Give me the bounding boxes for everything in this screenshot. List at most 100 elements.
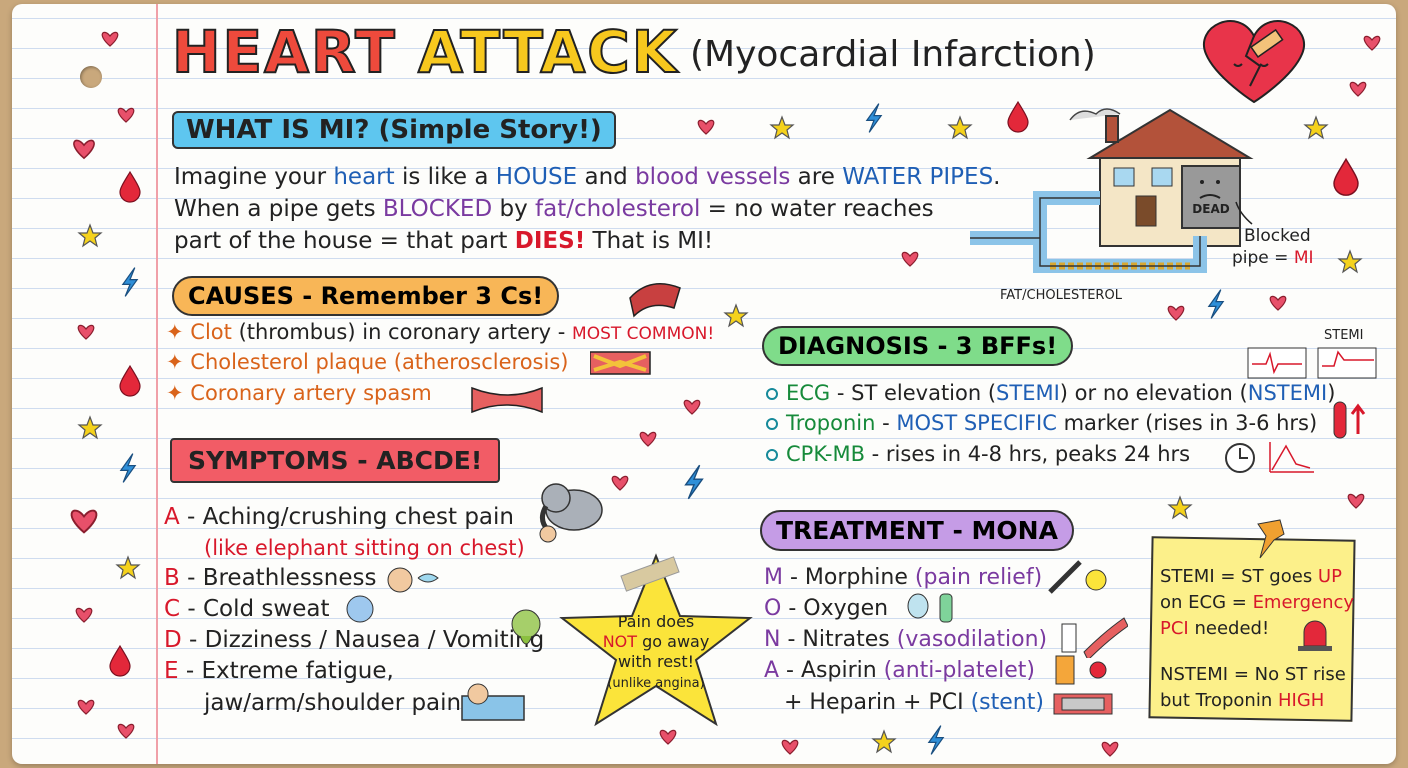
breathless-icon [387,567,439,593]
treatment-header: TREATMENT - MONA [760,510,1074,551]
star-note-line-4: (unlike angina) [607,676,705,691]
oxygen-mask-icon [907,593,953,623]
star-icon [770,116,794,139]
heart-icon [117,723,135,739]
heart-icon [659,729,677,745]
lightning-icon [928,724,944,756]
star-icon [948,116,972,139]
elephant-icon [539,483,603,543]
diagnosis-cpkmb: CPK-MB - rises in 4-8 hrs, peaks 24 hrs [766,442,1190,466]
star-icon [1338,250,1362,273]
what-line-1: Imagine your heart is like a HOUSE and b… [174,164,1001,190]
heart-icon [73,139,95,159]
blood-drop-icon [1333,158,1359,196]
heart-icon [1363,35,1381,51]
lightning-icon [684,464,704,500]
spasm-artery-icon [471,386,543,414]
sticky-line-4: NSTEMI = No ST rise [1160,664,1346,685]
test-tube-icon [1333,401,1366,439]
heart-icon [1269,295,1287,311]
heart-icon [117,107,135,123]
artery-icons [590,283,681,375]
symptom-a: A - Aching/crushing chest pain [164,504,514,530]
star-note-shape [559,553,753,727]
title-word-2: ATTACK [417,17,679,87]
treatment-n: N - Nitrates (vasodilation) [764,627,1048,652]
subtitle: (Myocardial Infarction) [690,34,1096,75]
treatment-extra: + Heparin + PCI (stent) [784,690,1044,715]
blocked-label-2: pipe = MI [1232,248,1314,268]
cause-2: ✦ Cholesterol plaque (atherosclerosis) [166,350,569,374]
fat-cholesterol-label: FAT/CHOLESTEROL [1000,288,1122,303]
star-note-line-3: with rest! [617,652,695,671]
stemi-ecg-label: STEMI [1324,328,1364,343]
heart-icon [1349,81,1367,97]
star-icon [1304,116,1328,139]
cold-sweat-icon [346,595,374,623]
what-line-2: When a pipe gets BLOCKED by fat/choleste… [174,196,934,222]
pushpin-icon [1257,519,1285,559]
symptoms-header: SYMPTOMS - ABCDE! [170,438,501,483]
broken-heart-icon [1203,20,1305,104]
heart-icon [639,431,657,447]
symptom-e-note: jaw/arm/shoulder pain [204,690,462,716]
house-pipe-illustration: DEAD [970,108,1254,273]
dead-label: DEAD [1192,202,1229,216]
blood-drop-icon [119,365,141,397]
heart-icon [70,509,98,534]
sticky-line-1: STEMI = ST goes UP [1160,566,1342,587]
blood-drop-icon [109,645,131,677]
blood-drop-icon [119,171,141,203]
margin-line [156,4,158,764]
heart-icon [611,475,629,491]
heart-icon [901,251,919,267]
symptom-b: B - Breathlessness [164,565,377,591]
causes-header: CAUSES - Remember 3 Cs! [172,276,560,316]
cause-1: ✦ Clot (thrombus) in coronary artery - M… [166,320,715,344]
star-icon [724,304,748,327]
treatment-a: A - Aspirin (anti-platelet) [764,658,1035,683]
what-is-mi-header: WHAT IS MI? (Simple Story!) [172,111,616,149]
heart-icon [1101,741,1119,757]
cause-3: ✦ Coronary artery spasm [166,381,432,405]
aspirin-icon [1055,655,1107,685]
diagnosis-ecg: ECG - ST elevation (STEMI) or no elevati… [766,381,1335,405]
heart-icon [1347,493,1365,509]
diagnosis-troponin: Troponin - MOST SPECIFIC marker (rises i… [766,411,1317,435]
treatment-o: O - Oxygen [764,596,889,621]
what-line-3: part of the house = that part DIES! That… [174,228,714,254]
star-icon [1168,496,1192,519]
star-note-line-1: Pain does [617,612,695,631]
heart-icon [697,119,715,135]
heart-icon [101,31,119,47]
heart-icon [75,607,93,623]
stent-icon [1053,693,1113,715]
symptom-c: C - Cold sweat [164,596,330,622]
punch-hole [80,66,102,88]
sticky-line-5: but Troponin HIGH [1160,690,1325,711]
clock-peak-icon [1225,442,1314,473]
lightning-icon [120,453,136,483]
symptom-a-note: (like elephant sitting on chest) [204,536,525,560]
heart-icon [1167,305,1185,321]
siren-icon [1298,620,1332,651]
sticky-line-3: PCI needed! [1160,618,1270,639]
star-icon [78,224,102,247]
star-icon [116,556,140,579]
star-note-line-2: NOT go away [602,632,710,651]
ecg-icon [1247,347,1377,379]
sticky-line-2: on ECG = Emergency [1160,592,1355,613]
symptom-d: D - Dizziness / Nausea / Vomiting [164,627,545,653]
lightning-icon [122,267,138,297]
treatment-m: M - Morphine (pain relief) [764,565,1043,590]
blocked-label: Blocked [1244,226,1311,246]
nausea-icon [511,609,541,645]
heart-icon [781,739,799,755]
nitrate-spray-icon [1061,617,1128,658]
heart-icon [77,699,95,715]
tired-bed-icon [461,683,525,721]
title-word-1: HEART [171,17,397,87]
star-icon [872,730,896,753]
